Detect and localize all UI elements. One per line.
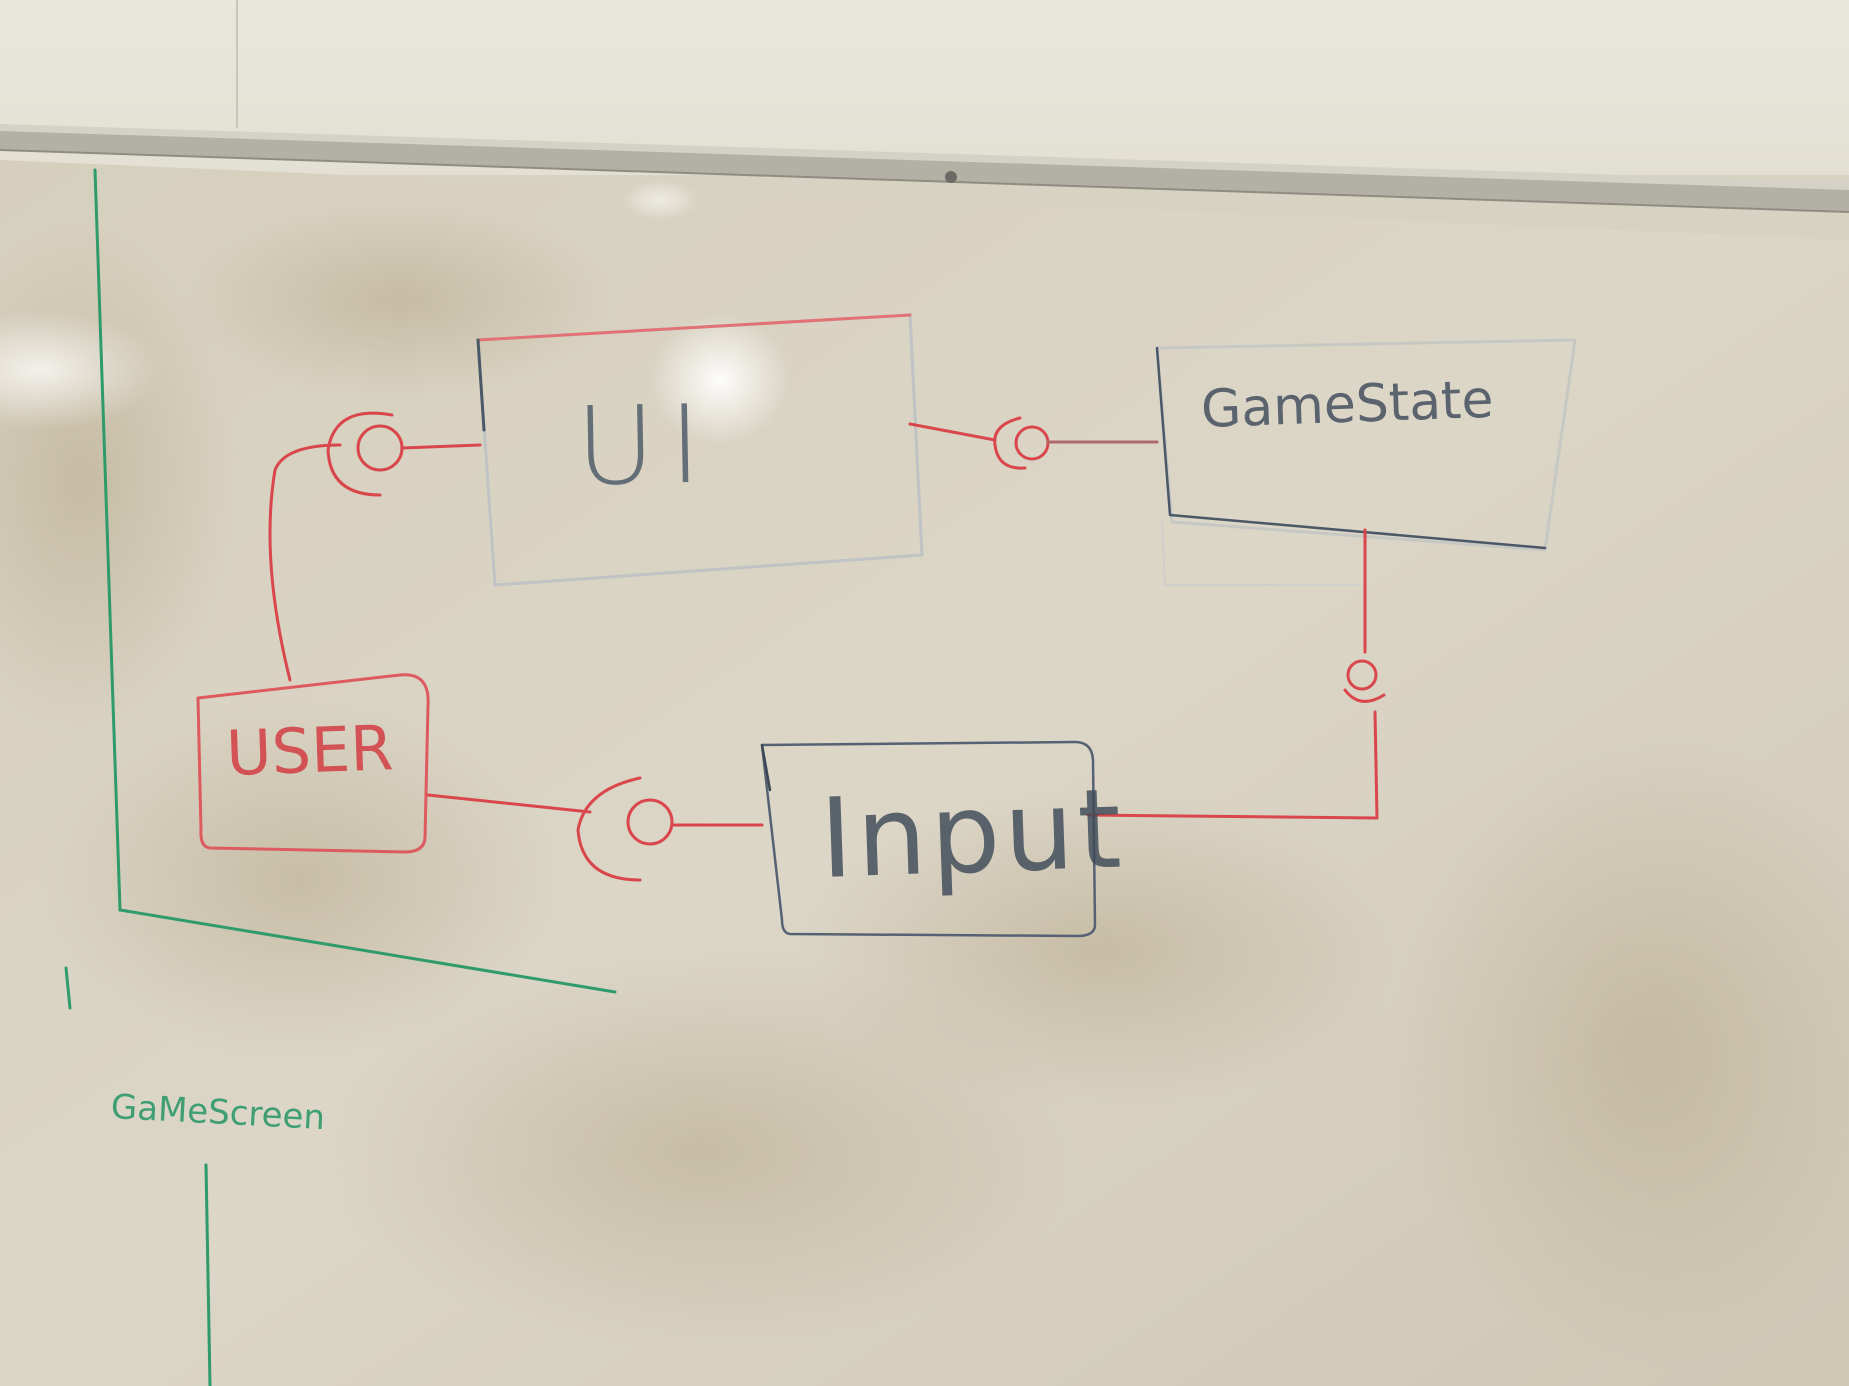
- connectors: [268, 411, 1386, 882]
- gamestate-box: [1155, 338, 1577, 586]
- user-label: USER: [225, 711, 395, 790]
- input-box: [760, 740, 1097, 938]
- user-box: [196, 673, 430, 854]
- marker-tray: [0, 124, 1849, 213]
- ui-box: [476, 313, 924, 587]
- tray-screw: [945, 171, 957, 183]
- light-reflections: [0, 180, 790, 445]
- user-ui-line: [268, 443, 342, 682]
- gamestate-label: GameState: [1200, 369, 1495, 440]
- ui-socket-arc: [326, 411, 394, 497]
- input-label: Input: [818, 764, 1128, 903]
- ui-label: UI: [575, 382, 717, 510]
- eraser-smudges: [0, 200, 1849, 1370]
- wall-corner: [236, 0, 238, 128]
- green-frame: [64, 168, 617, 1386]
